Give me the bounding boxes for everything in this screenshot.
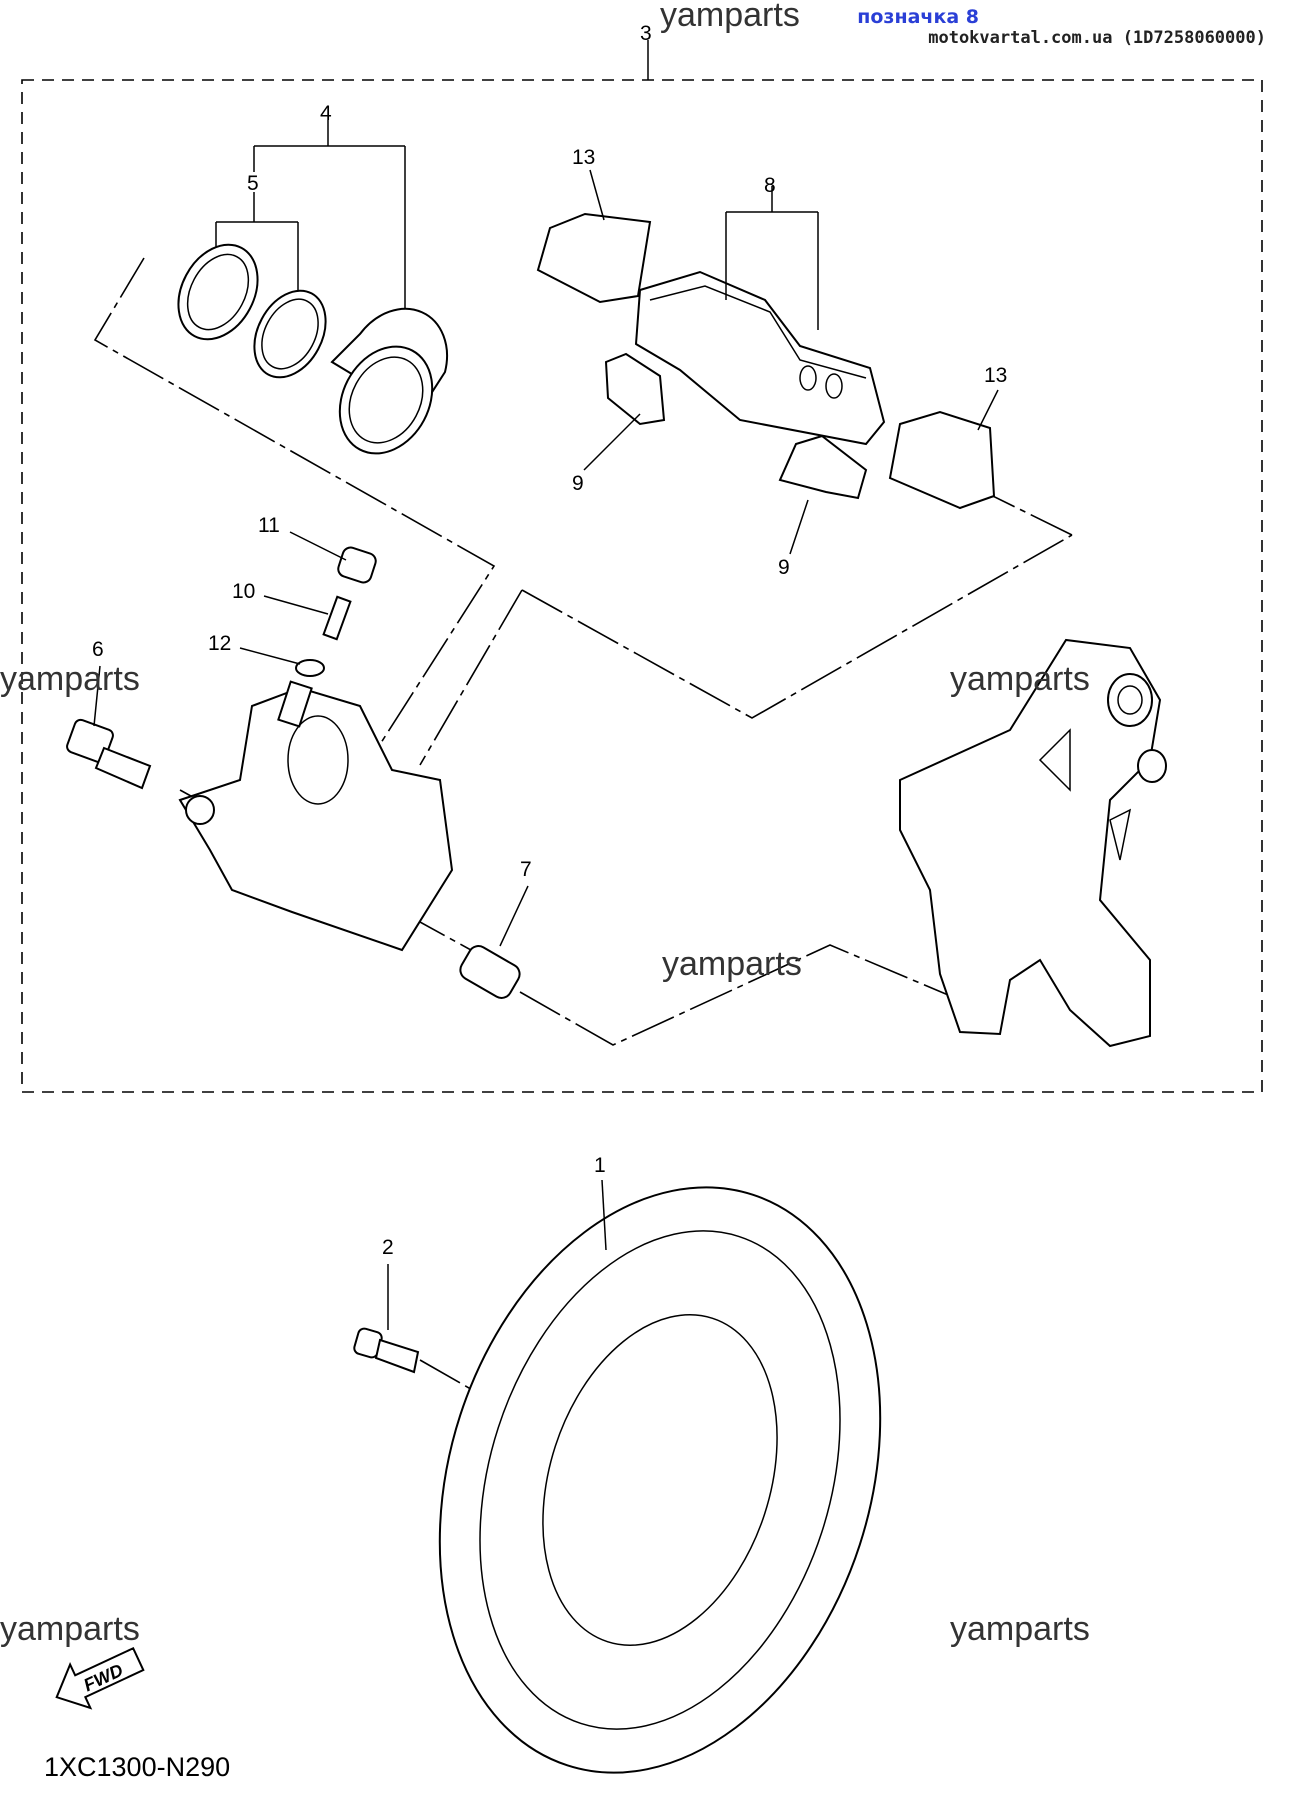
part-label-3: 3 (640, 22, 652, 45)
part-label-10: 10 (232, 580, 255, 603)
part-label-7: 7 (520, 858, 532, 881)
part-label-1: 1 (594, 1154, 606, 1177)
part-label-12: 12 (208, 632, 231, 655)
watermark: yamparts (0, 660, 140, 698)
caliper-bracket (899, 638, 1167, 1048)
disc-bolt (353, 1264, 420, 1374)
diagram-code: 1XC1300-N290 (44, 1752, 231, 1782)
pad-clip-right (778, 434, 868, 500)
part-label-6: 6 (92, 638, 104, 661)
brake-pad-shim-left (536, 212, 652, 304)
brake-pad-shim-right (888, 410, 996, 510)
bleeder-cap (337, 546, 377, 584)
part-label-13b: 13 (984, 364, 1007, 387)
part-label-13a: 13 (572, 146, 595, 169)
brake-pad-set (634, 186, 886, 446)
fwd-arrow-icon: FWD (55, 1646, 145, 1710)
seal-ring-2 (253, 289, 327, 379)
part-label-9a: 9 (572, 472, 584, 495)
part-labels: 3 4 5 13 8 13 9 9 11 10 12 6 7 1 2 (92, 22, 1007, 1259)
part-label-4: 4 (320, 102, 332, 125)
caliper-bolt (66, 718, 152, 790)
bleeder-screw (322, 595, 352, 641)
seal-ring-1 (177, 243, 259, 341)
watermark: yamparts (950, 1610, 1090, 1648)
assembly-box (21, 79, 1263, 1093)
header-site: motokvartal.com.ua (1D7258060000) (928, 28, 1266, 48)
pad-clip-left (604, 352, 666, 426)
part-label-11: 11 (258, 514, 280, 537)
part-label-8: 8 (764, 174, 776, 197)
caliper-piston (330, 307, 448, 455)
watermark: yamparts (660, 0, 800, 34)
caliper-body (178, 680, 454, 952)
slide-pin-bush (459, 945, 521, 999)
part-label-2: 2 (382, 1236, 394, 1259)
watermark: yamparts (950, 660, 1090, 698)
brake-disc (438, 1186, 882, 1774)
watermarks: yamparts yamparts yamparts yamparts yamp… (0, 0, 1090, 1648)
watermark: yamparts (0, 1610, 140, 1648)
part-label-5: 5 (247, 172, 259, 195)
bleeder-washer (295, 659, 325, 677)
part-4-bracket (215, 120, 406, 338)
header-label: позначка 8 (857, 6, 979, 28)
watermark: yamparts (662, 945, 802, 983)
part-label-9b: 9 (778, 556, 790, 579)
label-leaders (93, 169, 999, 1251)
